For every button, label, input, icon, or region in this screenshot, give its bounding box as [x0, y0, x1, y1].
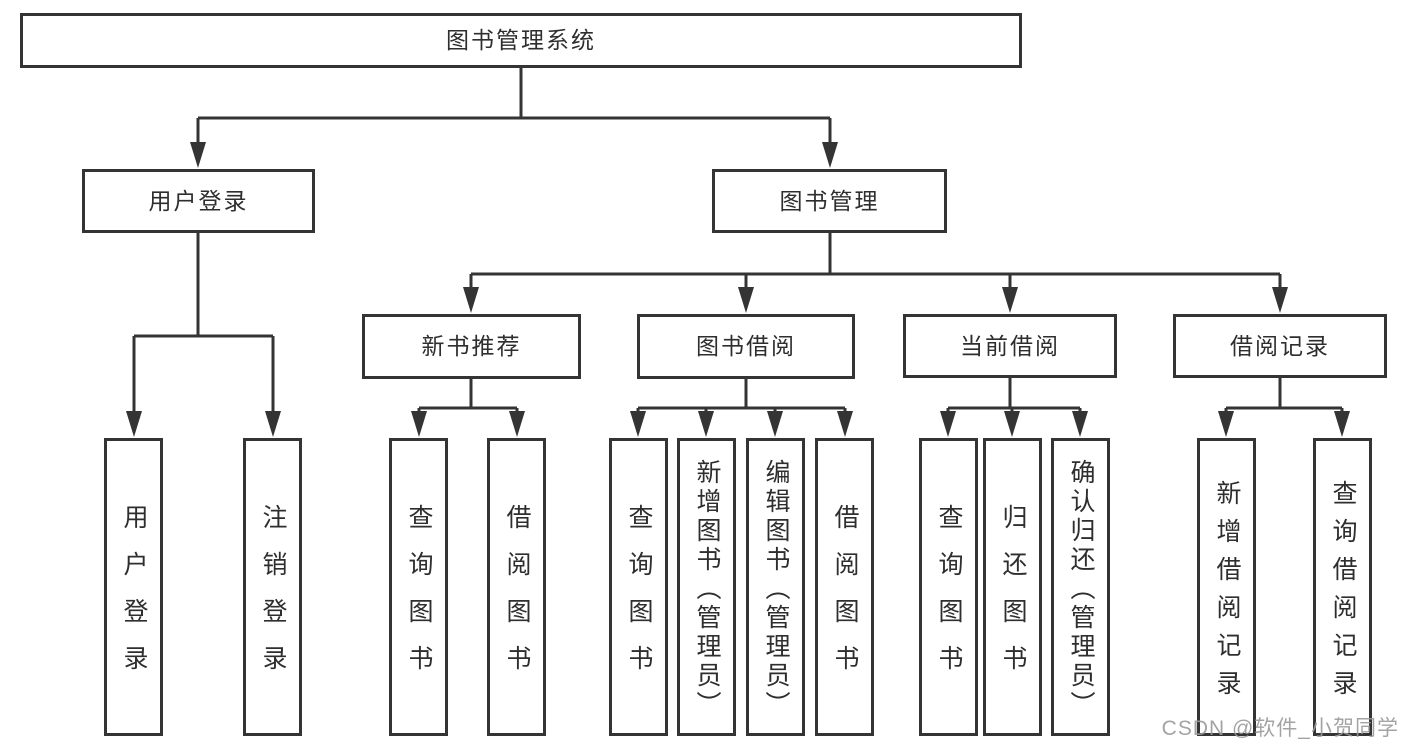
node-new-book-recommend-label: 新书推荐 [421, 333, 522, 359]
leaf-query-borrow-record-label: 查询借阅记录 [1329, 479, 1357, 708]
leaf-add-borrow-record-label: 新增借阅记录 [1213, 479, 1241, 708]
leaf-add-book-admin-label: 新增图书（管理员） [693, 458, 721, 720]
node-book-management-label: 图书管理 [779, 187, 880, 214]
leaf-borrow-book-recommend: 借阅图书 [487, 438, 546, 736]
leaf-borrow-book-label: 借阅图书 [831, 504, 859, 692]
leaf-add-borrow-record: 新增借阅记录 [1197, 438, 1256, 736]
leaf-borrow-book-recommend-label: 借阅图书 [503, 504, 531, 692]
leaf-user-login: 用户登录 [104, 438, 163, 736]
leaf-query-book-current-label: 查询图书 [935, 504, 963, 692]
leaf-query-book-recommend-label: 查询图书 [405, 504, 433, 692]
watermark-text: CSDN @软件_小贺同学 [1161, 717, 1399, 740]
leaf-user-login-label: 用户登录 [120, 504, 148, 692]
leaf-edit-book-admin: 编辑图书（管理员） [746, 438, 805, 736]
node-book-management: 图书管理 [712, 169, 947, 233]
leaf-logout-label: 注销登录 [259, 504, 287, 692]
node-current-borrow: 当前借阅 [903, 314, 1117, 378]
leaf-return-book: 归还图书 [983, 438, 1042, 736]
leaf-query-book-current: 查询图书 [919, 438, 978, 736]
node-user-login-label: 用户登录 [148, 187, 249, 214]
node-borrow-record: 借阅记录 [1173, 314, 1387, 378]
node-book-borrow-label: 图书借阅 [696, 333, 796, 359]
leaf-confirm-return-admin: 确认归还（管理员） [1051, 438, 1110, 736]
leaf-borrow-book: 借阅图书 [815, 438, 874, 736]
leaf-confirm-return-admin-label: 确认归还（管理员） [1067, 458, 1095, 720]
leaf-logout: 注销登录 [243, 438, 302, 736]
node-borrow-record-label: 借阅记录 [1230, 332, 1330, 359]
node-current-borrow-label: 当前借阅 [960, 332, 1060, 359]
leaf-query-borrow-record: 查询借阅记录 [1313, 438, 1372, 736]
leaf-query-book-borrow-label: 查询图书 [625, 504, 653, 692]
leaf-query-book-recommend: 查询图书 [389, 438, 448, 736]
leaf-add-book-admin: 新增图书（管理员） [677, 438, 736, 736]
node-book-borrow: 图书借阅 [637, 314, 855, 379]
leaf-query-book-borrow: 查询图书 [609, 438, 668, 736]
leaf-return-book-label: 归还图书 [999, 504, 1027, 692]
node-root: 图书管理系统 [20, 13, 1022, 68]
node-user-login: 用户登录 [82, 169, 315, 233]
leaf-edit-book-admin-label: 编辑图书（管理员） [762, 458, 790, 720]
node-new-book-recommend: 新书推荐 [362, 314, 581, 379]
node-root-label: 图书管理系统 [446, 27, 596, 53]
